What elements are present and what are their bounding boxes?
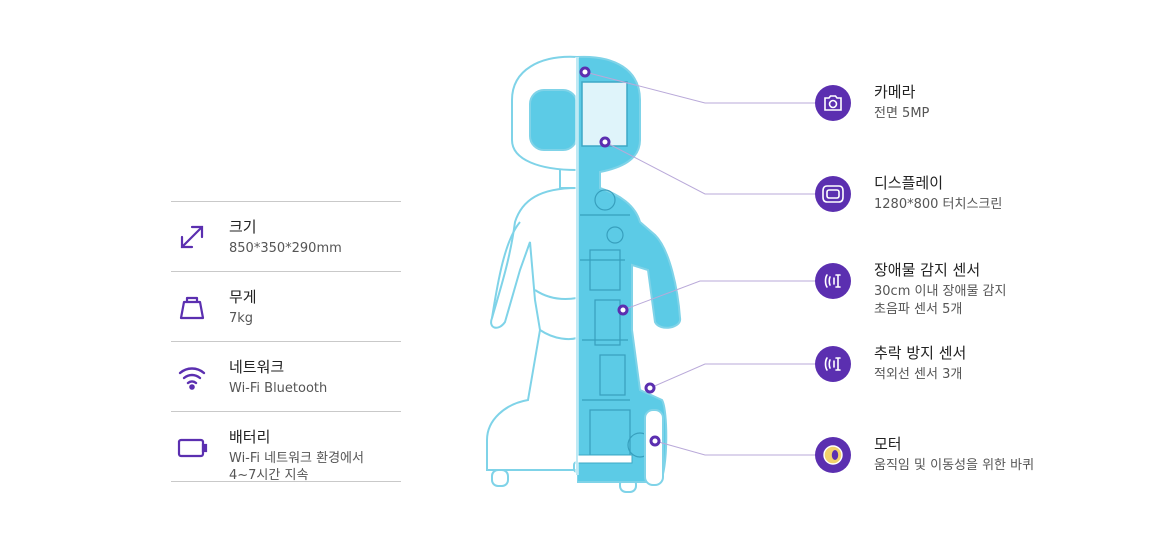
spec-value: Wi-Fi 네트워크 환경에서 4~7시간 지속 (229, 451, 364, 483)
motor-wheel-icon (823, 445, 843, 465)
feature-display: 디스플레이 1280*800 터치스크린 (815, 174, 1145, 236)
feature-title: 카메라 (874, 83, 916, 101)
feature-camera: 카메라 전면 5MP (815, 83, 1145, 145)
feature-title: 장애물 감지 센서 (874, 261, 981, 279)
feature-title: 추락 방지 센서 (874, 344, 967, 362)
feature-fall-sensor: 추락 방지 센서 적외선 센서 3개 (815, 344, 1145, 406)
feature-desc: 적외선 센서 3개 (874, 367, 963, 382)
feature-title: 디스플레이 (874, 174, 944, 192)
sensor-wave-icon (824, 274, 841, 288)
spec-title: 무게 (229, 288, 257, 306)
spec-value: Wi-Fi Bluetooth (229, 381, 328, 396)
feature-desc: 30cm 이내 장애물 감지 초음파 센서 5개 (874, 284, 1007, 317)
feature-desc: 1280*800 터치스크린 (874, 197, 1003, 212)
feature-desc: 움직임 및 이동성을 위한 바퀴 (874, 458, 1035, 473)
spec-list: 크기 850*350*290mm 무게 7kg 네트워크 Wi-Fi Bluet… (171, 201, 401, 483)
spec-value: 7kg (229, 311, 254, 326)
spec-title: 배터리 (229, 428, 271, 446)
spec-value: 850*350*290mm (229, 241, 342, 256)
camera-icon (824, 95, 842, 111)
feature-title: 모터 (874, 435, 902, 453)
display-icon (822, 185, 844, 203)
spec-title: 네트워크 (229, 358, 285, 376)
wifi-icon (178, 367, 206, 390)
spec-battery: 배터리 Wi-Fi 네트워크 환경에서 4~7시간 지속 (171, 411, 401, 483)
feature-desc: 전면 5MP (874, 106, 930, 121)
feature-motor: 모터 움직임 및 이동성을 위한 바퀴 (815, 435, 1145, 497)
sensor-wave-icon (824, 357, 841, 371)
spec-size: 크기 850*350*290mm (171, 201, 401, 271)
spec-title: 크기 (229, 218, 257, 236)
resize-arrows-icon (180, 225, 204, 249)
battery-icon (177, 438, 208, 458)
spec-weight: 무게 7kg (171, 271, 401, 341)
feature-obstacle-sensor: 장애물 감지 센서 30cm 이내 장애물 감지 초음파 센서 5개 (815, 261, 1145, 323)
spec-network: 네트워크 Wi-Fi Bluetooth (171, 341, 401, 411)
weight-icon (179, 296, 205, 320)
